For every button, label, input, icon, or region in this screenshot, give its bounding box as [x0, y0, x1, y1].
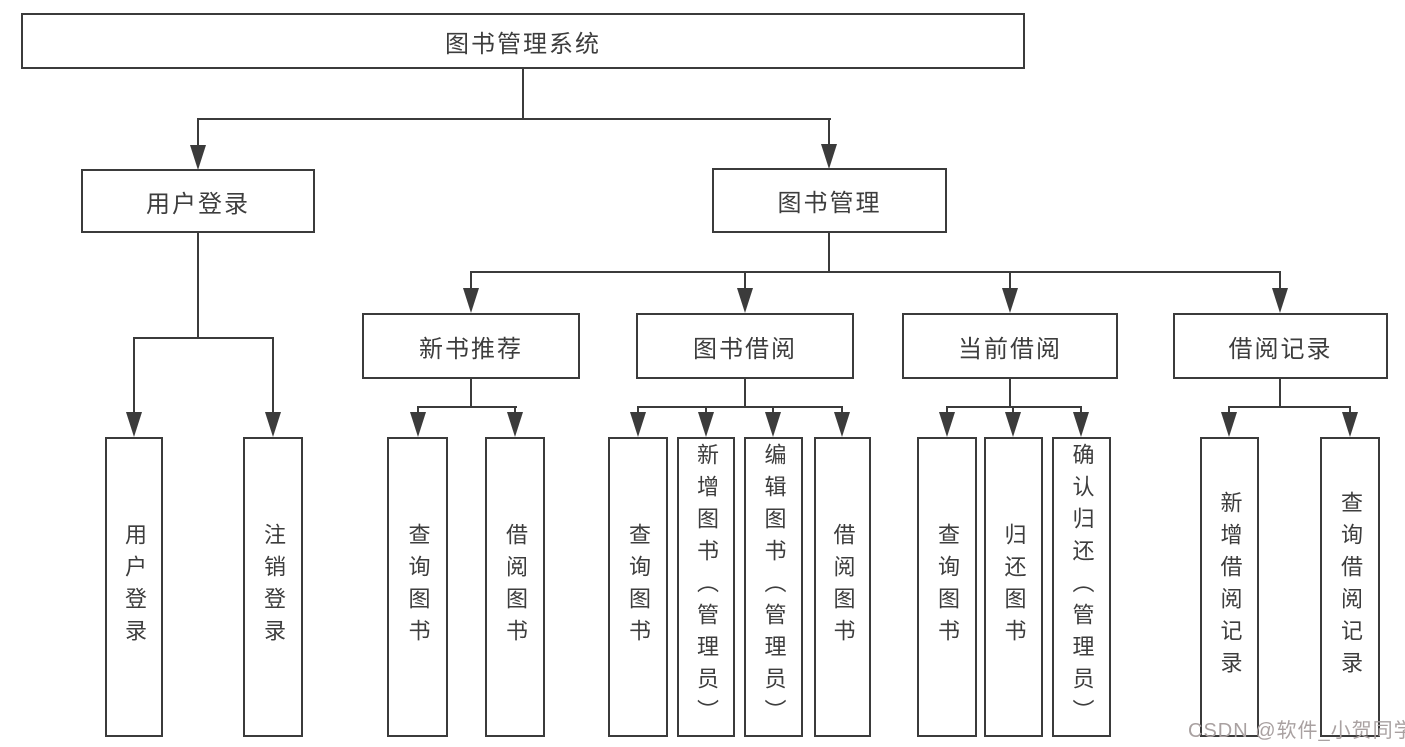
leaf-add-book-admin: 新增图书（管理员） [677, 437, 735, 737]
node-label: 图书借阅 [693, 335, 797, 363]
arrowhead-down-icon [126, 412, 142, 437]
leaf-label: 查询图书 [935, 523, 960, 651]
connector-user-bar [133, 337, 274, 339]
arrowhead-down-icon [507, 412, 523, 437]
connector-root-arm-left [197, 118, 199, 146]
arrowhead-down-icon [821, 144, 837, 169]
arrowhead-down-icon [1073, 412, 1089, 437]
node-borrowing-records: 借阅记录 [1173, 313, 1388, 379]
connector-g4-arm-1 [1228, 406, 1230, 413]
connector-g3-arm-2 [1012, 406, 1014, 413]
connector-g1-trunk [470, 379, 472, 407]
leaf-user-login: 用户登录 [105, 437, 163, 737]
connector-user-arm-2 [272, 337, 274, 413]
connector-g4-trunk [1279, 379, 1281, 407]
connector-g1-arm-1 [417, 406, 419, 413]
arrowhead-down-icon [410, 412, 426, 437]
connector-g3-trunk [1009, 379, 1011, 407]
connector-book-arm-3 [1009, 271, 1011, 289]
connector-g2-arm-4 [841, 406, 843, 413]
leaf-label: 查询图书 [405, 523, 431, 651]
leaf-label: 查询借阅记录 [1338, 491, 1363, 683]
node-user-login-branch: 用户登录 [81, 169, 315, 233]
node-label: 图书管理 [777, 190, 882, 217]
leaf-query-books-current: 查询图书 [917, 437, 977, 737]
arrowhead-down-icon [630, 412, 646, 437]
leaf-label: 归还图书 [1001, 523, 1027, 651]
connector-g4-arm-2 [1349, 406, 1351, 413]
node-label: 新书推荐 [419, 335, 523, 363]
leaf-confirm-return-admin: 确认归还（管理员） [1052, 437, 1111, 737]
leaf-label: 借阅图书 [503, 523, 528, 651]
node-label: 借阅记录 [1228, 335, 1333, 363]
leaf-borrow-books-recommend: 借阅图书 [485, 437, 545, 737]
node-label: 用户登录 [146, 190, 250, 218]
arrowhead-down-icon [737, 288, 753, 313]
node-current-borrowing: 当前借阅 [902, 313, 1118, 379]
arrowhead-down-icon [463, 288, 479, 313]
connector-root-arm-right [828, 118, 830, 146]
leaf-label: 确认归还（管理员） [1069, 443, 1095, 731]
csdn-watermark: CSDN @软件_小贺同学 [1188, 720, 1405, 742]
arrowhead-down-icon [190, 145, 206, 170]
connector-g3-bar [946, 406, 1082, 408]
node-label: 当前借阅 [958, 335, 1062, 363]
connector-g2-arm-1 [637, 406, 639, 413]
leaf-query-books-recommend: 查询图书 [387, 437, 448, 737]
connector-user-arm-1 [133, 337, 135, 413]
arrowhead-down-icon [1272, 288, 1288, 313]
connector-book-arm-1 [470, 271, 472, 289]
arrowhead-down-icon [1221, 412, 1237, 437]
arrowhead-down-icon [1002, 288, 1018, 313]
connector-g2-arm-3 [772, 406, 774, 413]
node-book-borrowing: 图书借阅 [636, 313, 854, 379]
leaf-label: 编辑图书（管理员） [761, 443, 787, 731]
leaf-label: 注销登录 [261, 523, 286, 651]
leaf-logout: 注销登录 [243, 437, 303, 737]
leaf-add-borrow-record: 新增借阅记录 [1200, 437, 1259, 737]
connector-g2-trunk [744, 379, 746, 407]
arrowhead-down-icon [765, 412, 781, 437]
connector-root-trunk [522, 69, 524, 118]
leaf-label: 新增借阅记录 [1217, 491, 1243, 683]
connector-root-bar [197, 118, 831, 120]
leaf-label: 用户登录 [122, 523, 147, 651]
arrowhead-down-icon [698, 412, 714, 437]
node-new-book-recommendation: 新书推荐 [362, 313, 580, 379]
arrowhead-down-icon [265, 412, 281, 437]
connector-book-bar [470, 271, 1281, 273]
leaf-return-books: 归还图书 [984, 437, 1043, 737]
node-root: 图书管理系统 [21, 13, 1025, 69]
connector-g1-bar [417, 406, 517, 408]
leaf-label: 新增图书（管理员） [694, 443, 719, 731]
leaf-label: 借阅图书 [830, 523, 856, 651]
connector-book-arm-4 [1279, 271, 1281, 289]
connector-book-arm-2 [744, 271, 746, 289]
leaf-query-borrow-record: 查询借阅记录 [1320, 437, 1380, 737]
connector-g3-arm-3 [1080, 406, 1082, 413]
connector-book-trunk [828, 233, 830, 271]
arrowhead-down-icon [1342, 412, 1358, 437]
leaf-query-books-borrowing: 查询图书 [608, 437, 668, 737]
arrowhead-down-icon [834, 412, 850, 437]
arrowhead-down-icon [939, 412, 955, 437]
arrowhead-down-icon [1005, 412, 1021, 437]
connector-user-trunk [197, 233, 199, 337]
connector-g3-arm-1 [946, 406, 948, 413]
leaf-label: 查询图书 [626, 523, 651, 651]
connector-g2-bar [637, 406, 843, 408]
node-book-management: 图书管理 [712, 168, 947, 233]
leaf-edit-book-admin: 编辑图书（管理员） [744, 437, 803, 737]
connector-g4-bar [1228, 406, 1351, 408]
node-root-label: 图书管理系统 [445, 30, 601, 58]
connector-g2-arm-2 [705, 406, 707, 413]
leaf-borrow-books-borrowing: 借阅图书 [814, 437, 871, 737]
connector-g1-arm-2 [514, 406, 516, 413]
